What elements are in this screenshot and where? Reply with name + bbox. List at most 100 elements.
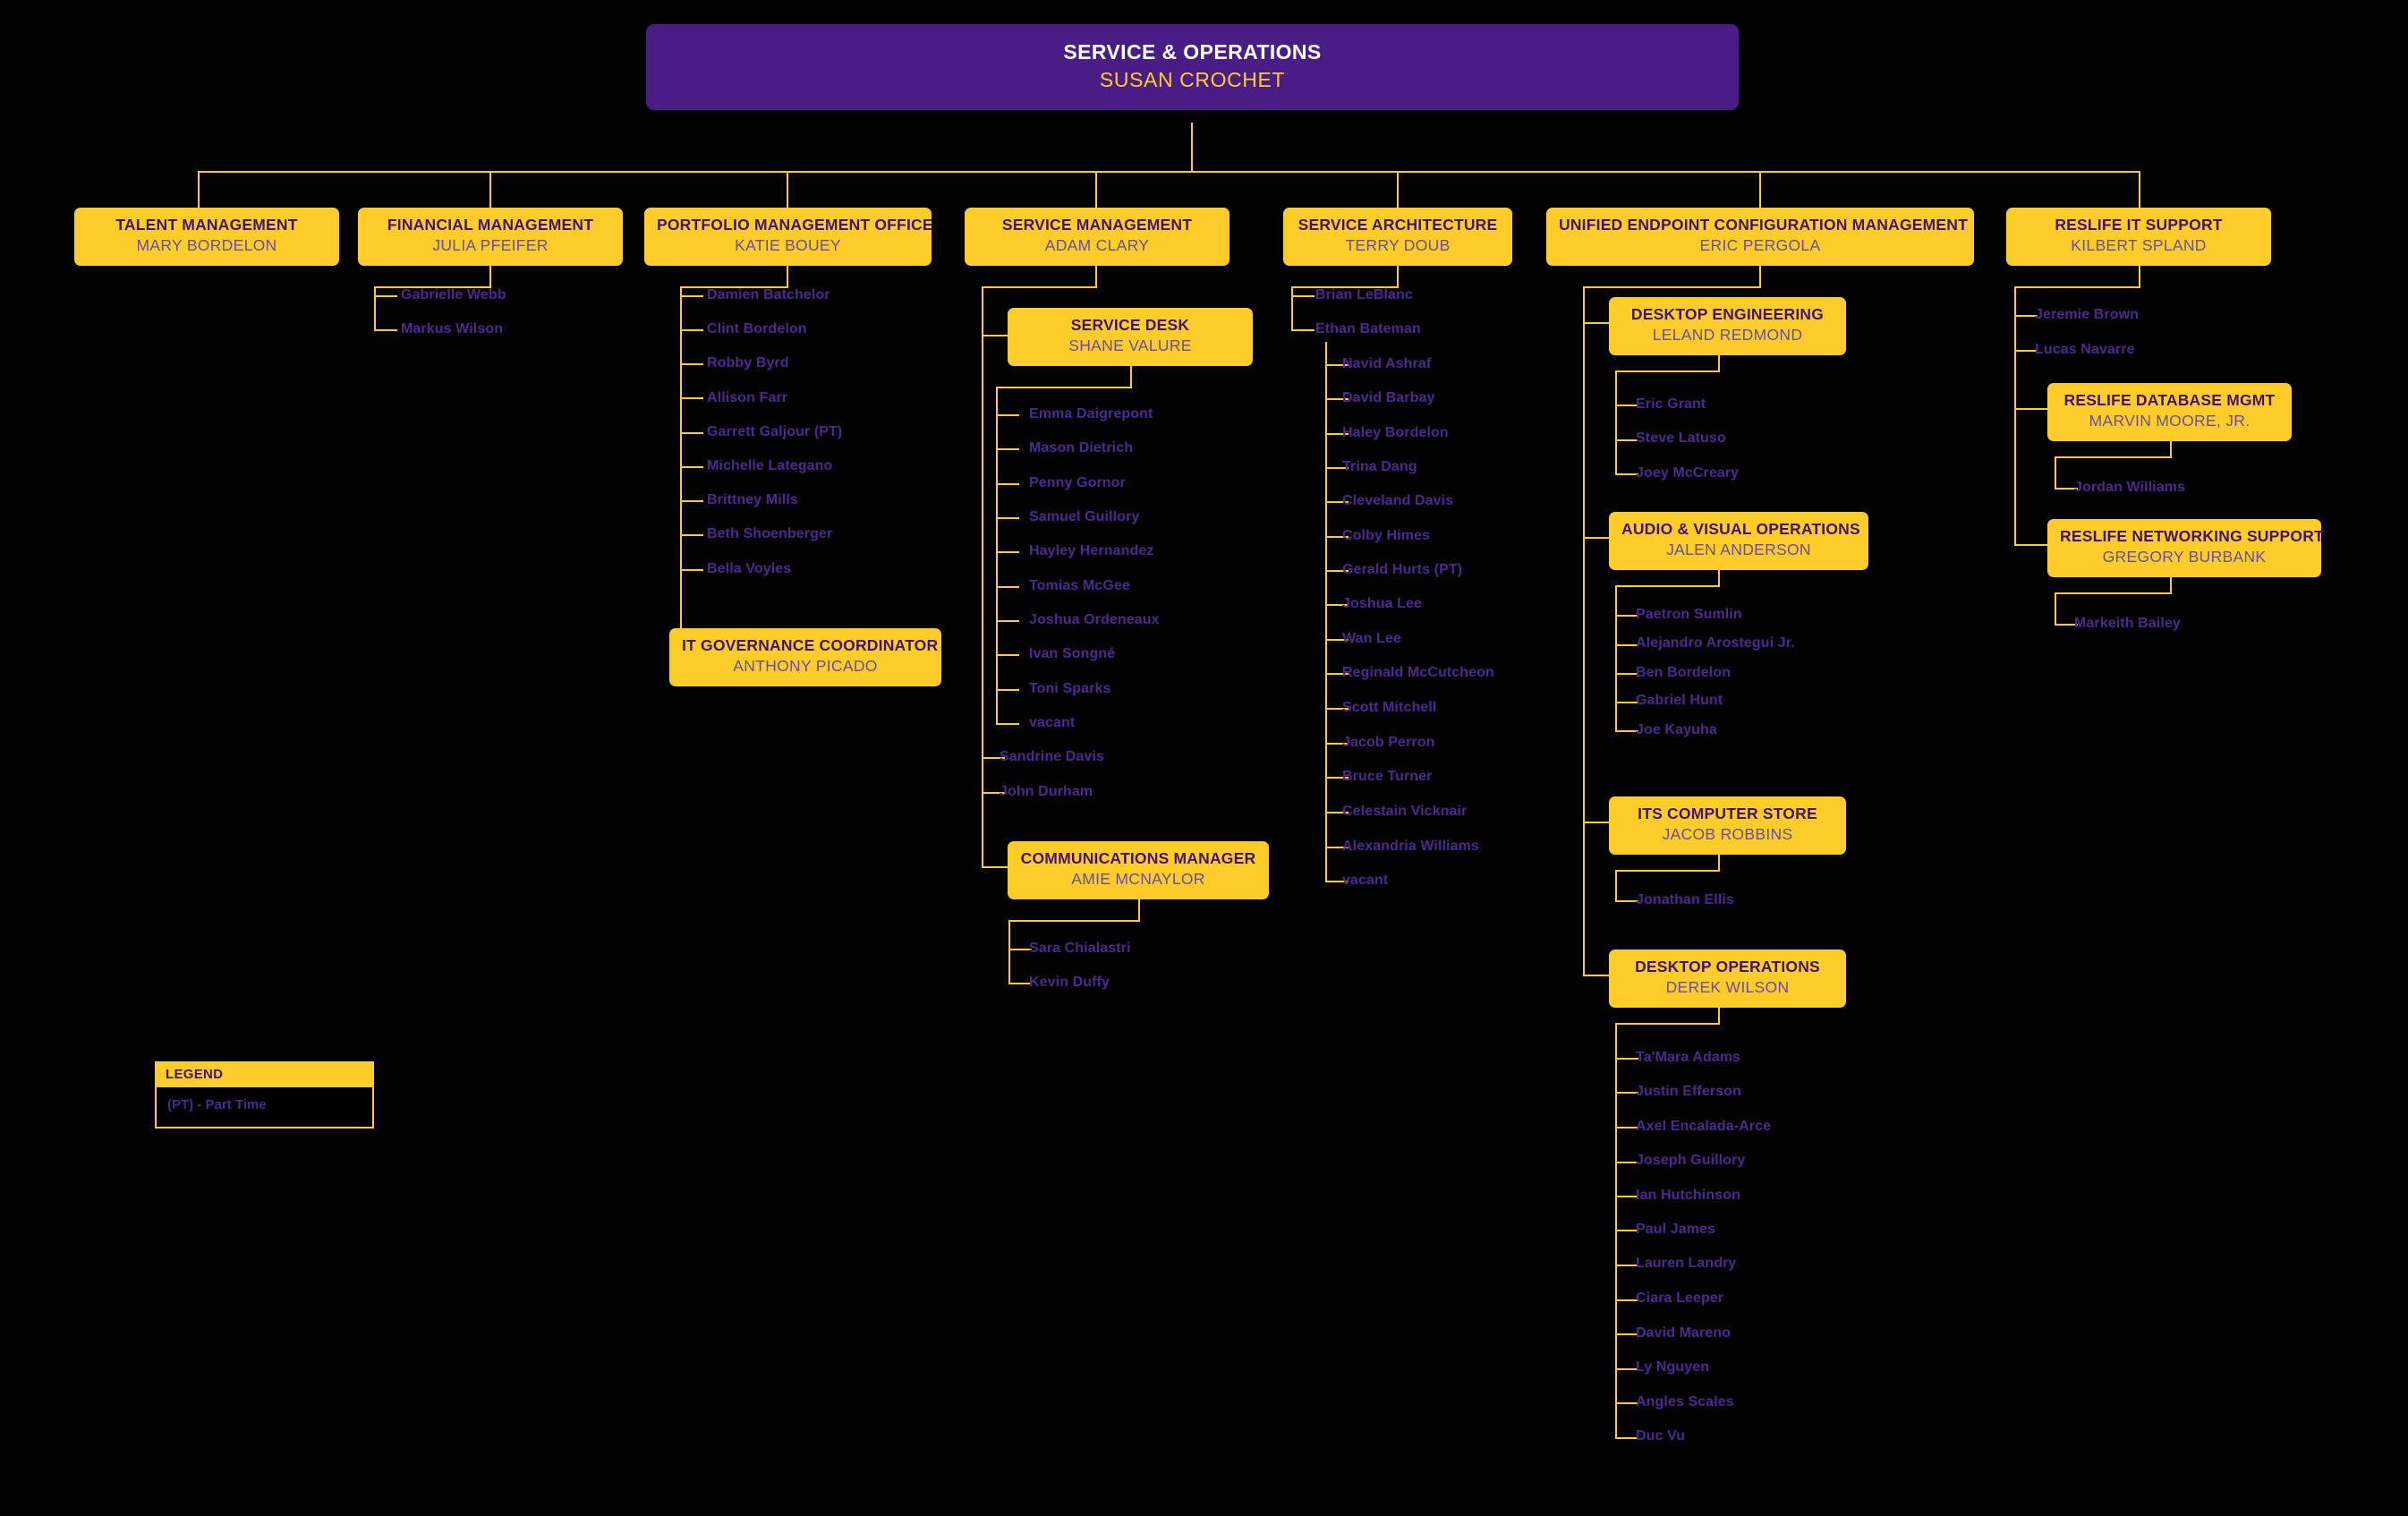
connector bbox=[1615, 1402, 1638, 1404]
connector bbox=[1325, 673, 1349, 675]
connector bbox=[2170, 565, 2172, 593]
node-financial-management[interactable]: FINANCIAL MANAGEMENT JULIA PFEIFER bbox=[358, 208, 623, 266]
connector bbox=[996, 551, 1019, 553]
connector bbox=[1325, 604, 1349, 606]
connector bbox=[1291, 295, 1315, 297]
connector bbox=[2055, 592, 2172, 594]
node-audio-visual-operations[interactable]: AUDIO & VISUAL OPERATIONS JALEN ANDERSON bbox=[1609, 512, 1868, 570]
connector bbox=[1615, 702, 1638, 703]
connector bbox=[1095, 171, 1097, 209]
connector bbox=[1615, 900, 1638, 902]
node-person: JACOB ROBBINS bbox=[1662, 825, 1793, 844]
connector bbox=[996, 448, 1019, 450]
staff-name: Penny Gornor bbox=[1029, 475, 1126, 490]
node-person: MARY BORDELON bbox=[136, 236, 277, 255]
connector bbox=[1325, 812, 1349, 813]
staff-name: Sandrine Davis bbox=[1000, 749, 1105, 764]
connector bbox=[1615, 1058, 1638, 1060]
connector bbox=[1325, 536, 1349, 538]
connector bbox=[198, 171, 2140, 173]
node-title: PORTFOLIO MANAGEMENT OFFICE bbox=[657, 216, 933, 234]
staff-name: Jordan Williams bbox=[2074, 480, 2186, 495]
connector bbox=[982, 335, 1008, 336]
node-unified-endpoint-configuration-management[interactable]: UNIFIED ENDPOINT CONFIGURATION MANAGEMEN… bbox=[1546, 208, 1974, 266]
node-person: GREGORY BURBANK bbox=[2102, 548, 2267, 566]
connector bbox=[1615, 730, 1638, 732]
node-desktop-operations[interactable]: DESKTOP OPERATIONS DEREK WILSON bbox=[1609, 950, 1846, 1008]
staff-name: David Barbay bbox=[1342, 390, 1435, 405]
staff-name: Mason Dietrich bbox=[1029, 440, 1134, 456]
staff-name: Lucas Navarre bbox=[2035, 342, 2135, 357]
connector bbox=[1397, 252, 1399, 287]
connector bbox=[2014, 286, 2140, 288]
staff-name: Gabrielle Webb bbox=[401, 287, 506, 302]
connector bbox=[996, 387, 1132, 388]
node-portfolio-management-office[interactable]: PORTFOLIO MANAGEMENT OFFICE KATIE BOUEY bbox=[644, 208, 933, 266]
staff-name: Ta'Mara Adams bbox=[1636, 1050, 1741, 1065]
staff-name: Kevin Duffy bbox=[1029, 975, 1110, 990]
connector bbox=[1615, 1196, 1638, 1197]
node-service-architecture[interactable]: SERVICE ARCHITECTURE TERRY DOUB bbox=[1283, 208, 1512, 266]
connector bbox=[680, 569, 703, 571]
legend-item: (PT) - Part Time bbox=[167, 1097, 267, 1112]
connector bbox=[1325, 467, 1349, 469]
node-service-operations[interactable]: SERVICE & OPERATIONS SUSAN CROCHET bbox=[646, 24, 1739, 111]
node-title: COMMUNICATIONS MANAGER bbox=[1020, 849, 1256, 867]
staff-name: Bella Voyles bbox=[707, 561, 792, 576]
connector bbox=[1615, 644, 1638, 646]
staff-name: Paul James bbox=[1636, 1222, 1716, 1237]
connector bbox=[2139, 252, 2140, 287]
node-its-computer-store[interactable]: ITS COMPUTER STORE JACOB ROBBINS bbox=[1609, 796, 1846, 855]
connector bbox=[1615, 370, 1617, 473]
connector bbox=[680, 286, 788, 288]
connector bbox=[1718, 995, 1720, 1024]
node-person: JULIA PFEIFER bbox=[432, 236, 549, 255]
staff-name: Joshua Ordeneaux bbox=[1029, 612, 1160, 627]
connector bbox=[1718, 558, 1720, 586]
node-it-governance-coordinator[interactable]: IT GOVERNANCE COORDINATOR ANTHONY PICADO bbox=[669, 628, 941, 686]
staff-name: Robby Byrd bbox=[707, 355, 789, 370]
node-person: MARVIN MOORE, JR. bbox=[2089, 412, 2251, 430]
node-person: SHANE VALURE bbox=[1068, 336, 1192, 355]
connector bbox=[787, 252, 788, 287]
staff-name: Jeremie Brown bbox=[2035, 307, 2140, 322]
connector bbox=[982, 286, 983, 867]
staff-name: Ivan Songné bbox=[1029, 646, 1116, 661]
connector bbox=[680, 500, 703, 502]
node-service-desk[interactable]: SERVICE DESK SHANE VALURE bbox=[1008, 308, 1253, 366]
connector bbox=[1583, 322, 1610, 324]
connector bbox=[1615, 585, 1617, 731]
staff-name: Wan Lee bbox=[1342, 631, 1401, 646]
staff-name: Hayley Hernandez bbox=[1029, 543, 1154, 558]
connector bbox=[680, 397, 703, 399]
staff-name: Steve Latuso bbox=[1636, 430, 1726, 446]
connector bbox=[1615, 870, 1720, 872]
connector bbox=[2170, 429, 2172, 457]
staff-name: Jonathan Ellis bbox=[1636, 892, 1734, 907]
node-reslife-networking-support[interactable]: RESLIFE NETWORKING SUPPORT GREGORY BURBA… bbox=[2047, 519, 2324, 577]
staff-name: Markeith Bailey bbox=[2074, 616, 2181, 631]
node-communications-manager[interactable]: COMMUNICATIONS MANAGER AMIE MCNAYLOR bbox=[1008, 841, 1269, 899]
connector bbox=[1615, 1265, 1638, 1266]
staff-name: Bruce Turner bbox=[1342, 769, 1433, 784]
staff-name: Axel Encalada-Arce bbox=[1636, 1119, 1772, 1134]
connector bbox=[374, 286, 491, 288]
connector bbox=[2014, 544, 2048, 546]
connector bbox=[1615, 405, 1638, 406]
connector bbox=[1615, 473, 1638, 475]
connector bbox=[489, 171, 491, 209]
node-service-management[interactable]: SERVICE MANAGEMENT ADAM CLARY bbox=[965, 208, 1230, 266]
connector bbox=[1615, 370, 1720, 372]
node-reslife-database-mgmt[interactable]: RESLIFE DATABASE MGMT MARVIN MOORE, JR. bbox=[2047, 383, 2292, 441]
connector bbox=[787, 171, 788, 209]
node-person: ERIC PERGOLA bbox=[1699, 236, 1821, 255]
node-desktop-engineering[interactable]: DESKTOP ENGINEERING LELAND REDMOND bbox=[1609, 297, 1846, 355]
node-talent-management[interactable]: TALENT MANAGEMENT MARY BORDELON bbox=[74, 208, 339, 266]
connector bbox=[1615, 439, 1638, 441]
staff-name: Markus Wilson bbox=[401, 321, 504, 336]
node-reslife-it-support[interactable]: RESLIFE IT SUPPORT KILBERT SPLAND bbox=[2006, 208, 2271, 266]
connector bbox=[996, 517, 1019, 519]
node-person: DEREK WILSON bbox=[1665, 978, 1790, 997]
staff-name: Gerald Hurts (PT) bbox=[1342, 562, 1463, 577]
connector bbox=[1008, 983, 1032, 984]
